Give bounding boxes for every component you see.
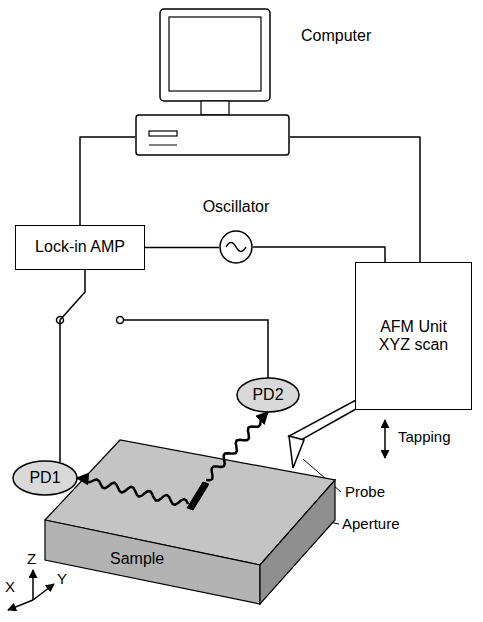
light-path [77,478,188,505]
node-label: PD2 [252,386,283,404]
part-label: Probe [345,484,385,501]
computer-outline [135,5,290,157]
axis-label: X [5,579,15,596]
motion-label: Tapping [398,429,451,446]
axis-y [33,584,54,600]
signal-wire [145,247,219,249]
node-label: AFM Unit XYZ scan [364,318,463,355]
instrument-box: Lock-in AMP [15,225,145,270]
signal-wire [253,247,385,262]
photodetector: PD1 [12,460,78,496]
probe-tip [289,436,304,468]
signal-wire [60,270,85,462]
axis-label: Z [27,551,36,568]
aperture-slit [187,482,209,510]
pd2-wire [124,320,269,378]
sample-block: Sample [45,440,335,605]
node-heading: Sample [110,550,164,568]
photodetector: PD2 [236,377,300,413]
cantilever [289,400,356,440]
node-heading: Computer [301,27,371,45]
sample-outline [45,440,335,605]
node-heading: Oscillator [203,198,270,216]
node-label: PD1 [29,469,60,487]
signal-wire [290,137,420,262]
part-label: Aperture [342,516,400,533]
tapping-arrow [384,420,386,458]
light-path [206,412,268,480]
osc-outline [219,230,253,264]
oscillator-symbol: Oscillator [219,230,253,264]
signal-wire [80,137,135,225]
axis-x [8,600,33,610]
node-label: Lock-in AMP [35,238,125,256]
axis-label: Y [57,571,67,588]
switch-contact [117,317,124,324]
axis-z [32,570,34,600]
computer-icon: Computer [135,5,290,157]
instrument-box: AFM Unit XYZ scan [355,262,472,410]
